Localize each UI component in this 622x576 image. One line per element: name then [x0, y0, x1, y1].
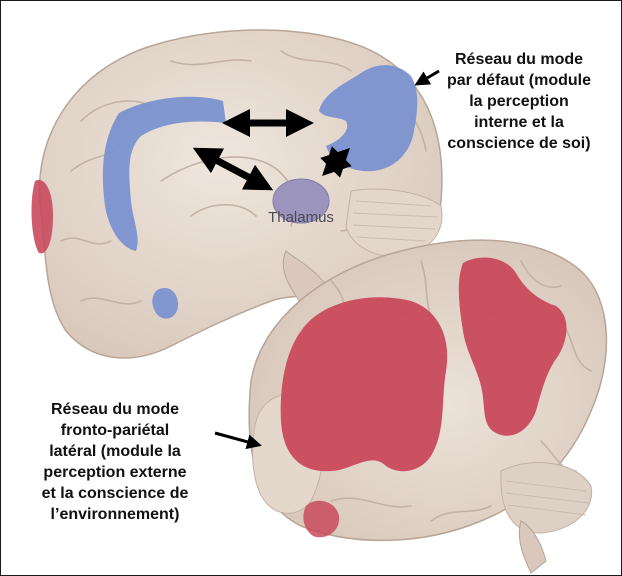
lateral-frontoparietal-network-label: Réseau du mode fronto-pariétal latéral (…: [15, 399, 215, 525]
thalamus-label: Thalamus: [268, 209, 334, 226]
default-mode-network-label: Réseau du mode par défaut (module la per…: [419, 49, 619, 154]
